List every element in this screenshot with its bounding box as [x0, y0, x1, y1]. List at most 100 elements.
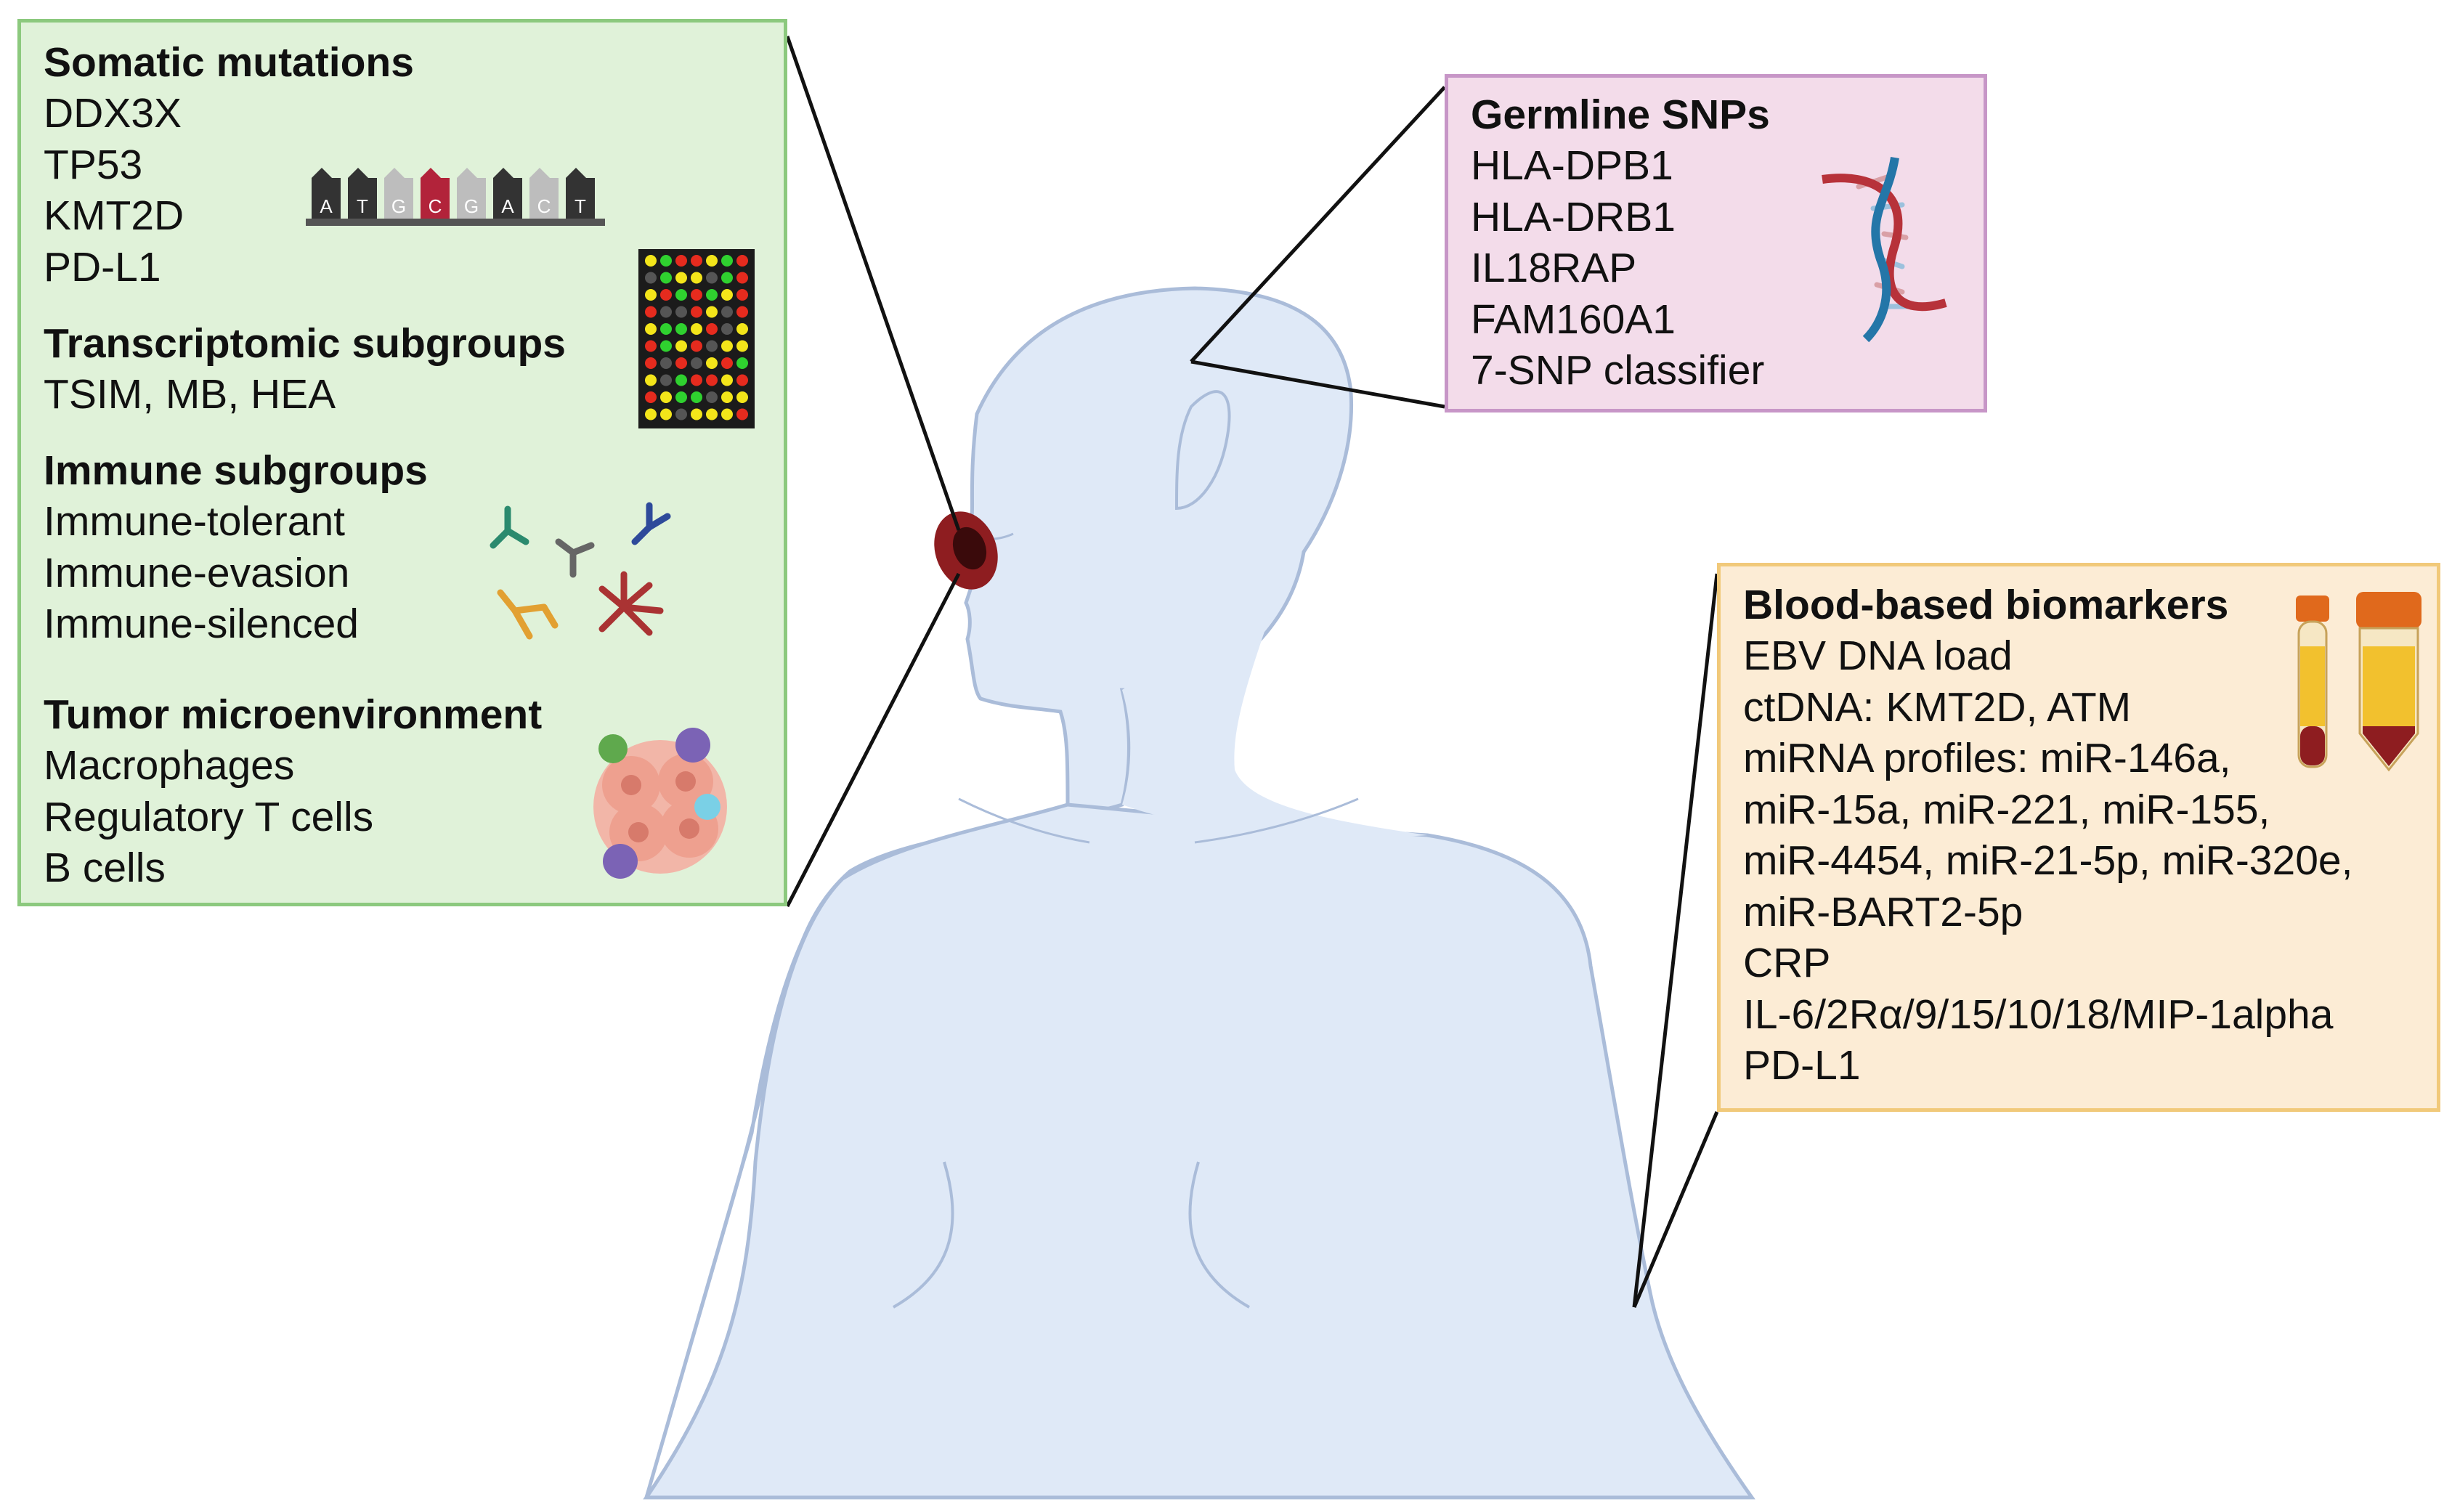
sequence-letter: C	[537, 195, 551, 217]
array-spot	[706, 323, 718, 335]
array-spot	[691, 391, 702, 403]
sequence-letter: G	[391, 195, 406, 217]
array-spot	[660, 391, 672, 403]
somatic-item: PD-L1	[44, 243, 161, 290]
blood-item: PD-L1	[1743, 1042, 1861, 1089]
transcriptomic-item: TSIM, MB, HEA	[44, 371, 336, 418]
transcriptomic-title: Transcriptomic subgroups	[44, 320, 566, 367]
array-spot	[691, 306, 702, 318]
array-spot	[691, 323, 702, 335]
array-spot	[645, 357, 657, 369]
array-spot	[675, 357, 687, 369]
array-spot	[645, 340, 657, 352]
somatic-mutations-section: Somatic mutations DDX3X TP53 KMT2D PD-L1	[44, 37, 414, 293]
array-spot	[675, 408, 687, 420]
array-spot	[645, 272, 657, 284]
array-spot	[736, 255, 748, 267]
germline-item: HLA-DRB1	[1471, 193, 1676, 240]
sequence-tag	[384, 168, 413, 219]
sequence-tag	[312, 168, 341, 219]
tme-item: Macrophages	[44, 742, 295, 789]
blood-item: miR-4454, miR-21-5p, miR-320e,	[1743, 837, 2353, 884]
immune-item: Immune-tolerant	[44, 498, 346, 545]
array-spot	[660, 374, 672, 386]
sequence-letter: T	[575, 195, 586, 217]
array-spot	[736, 408, 748, 420]
somatic-item: KMT2D	[44, 192, 184, 239]
array-spot	[645, 289, 657, 301]
blood-item: miR-BART2-5p	[1743, 888, 2023, 935]
germline-item: 7-SNP classifier	[1471, 347, 1765, 394]
sequence-tag	[348, 168, 377, 219]
array-spot	[736, 374, 748, 386]
array-spot	[721, 289, 733, 301]
blood-item: ctDNA: KMT2D, ATM	[1743, 683, 2132, 731]
array-spot	[645, 255, 657, 267]
array-spot	[660, 340, 672, 352]
somatic-item: DDX3X	[44, 90, 182, 137]
array-spot	[660, 357, 672, 369]
array-spot	[736, 340, 748, 352]
nasopharyngeal-tumor-icon	[934, 511, 998, 590]
body-silhouette-icon	[643, 286, 1755, 1500]
array-spot	[736, 323, 748, 335]
array-spot	[645, 374, 657, 386]
sequence-letter: G	[464, 195, 479, 217]
sequence-tag	[529, 168, 559, 219]
germline-item: IL18RAP	[1471, 245, 1637, 291]
array-spot	[736, 391, 748, 403]
blood-box: Blood-based biomarkers EBV DNA load ctDN…	[1717, 563, 2440, 1112]
tme-item: Regulatory T cells	[44, 793, 374, 840]
blood-item: miRNA profiles: miR-146a,	[1743, 735, 2231, 781]
connector-lines	[785, 36, 1719, 1308]
transcriptomic-section: Transcriptomic subgroups TSIM, MB, HEA	[44, 318, 566, 420]
array-spot	[660, 408, 672, 420]
array-spot	[706, 289, 718, 301]
array-spot	[675, 306, 687, 318]
germline-box: Germline SNPs HLA-DPB1 HLA-DRB1 IL18RAP …	[1445, 74, 1987, 412]
tumor-cells-icon	[593, 728, 727, 879]
array-spot	[706, 391, 718, 403]
array-spot	[691, 289, 702, 301]
array-spot	[675, 255, 687, 267]
tme-title: Tumor microenvironment	[44, 691, 543, 738]
array-spot	[645, 306, 657, 318]
array-spot	[675, 323, 687, 335]
somatic-mutations-title: Somatic mutations	[44, 39, 414, 86]
germline-section: Germline SNPs HLA-DPB1 HLA-DRB1 IL18RAP …	[1471, 89, 1770, 397]
array-spot	[721, 374, 733, 386]
germline-item: FAM160A1	[1471, 296, 1676, 343]
array-spot	[706, 408, 718, 420]
array-spot	[706, 357, 718, 369]
antibodies-icon	[490, 502, 671, 640]
sequence-tag	[457, 168, 486, 219]
blood-item: CRP	[1743, 940, 1831, 986]
array-spot	[706, 374, 718, 386]
array-spot	[645, 323, 657, 335]
immune-item: Immune-silenced	[44, 601, 360, 647]
array-spot	[660, 306, 672, 318]
blood-item: EBV DNA load	[1743, 633, 2013, 679]
array-spot	[706, 255, 718, 267]
microarray-heatmap-icon	[638, 249, 755, 428]
tme-section: Tumor microenvironment Macrophages Regul…	[44, 689, 542, 894]
array-spot	[706, 272, 718, 284]
array-spot	[736, 272, 748, 284]
array-spot	[721, 408, 733, 420]
sequence-letter: A	[501, 195, 514, 217]
array-spot	[645, 391, 657, 403]
blood-tubes-icon	[2296, 592, 2421, 772]
somatic-item: TP53	[44, 141, 143, 188]
dna-helix-icon	[1822, 157, 1947, 343]
array-spot	[675, 374, 687, 386]
array-spot	[736, 289, 748, 301]
array-spot	[706, 340, 718, 352]
array-spot	[660, 272, 672, 284]
array-spot	[706, 306, 718, 318]
immune-section: Immune subgroups Immune-tolerant Immune-…	[44, 445, 428, 650]
array-spot	[675, 340, 687, 352]
array-spot	[691, 272, 702, 284]
array-spot	[691, 408, 702, 420]
array-spot	[721, 306, 733, 318]
